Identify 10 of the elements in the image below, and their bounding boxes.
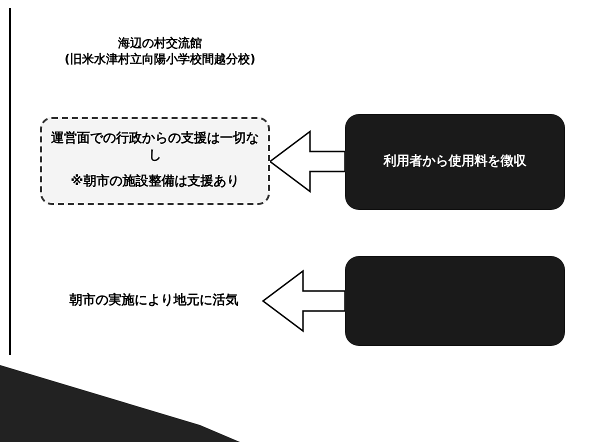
caption-text: 朝市の実施により地元に活気 (45, 288, 263, 314)
box-text: 運営面での行政からの支援は一切なし (50, 130, 260, 164)
process-box (345, 114, 565, 210)
note-box (40, 117, 270, 205)
box-text: 利用者から使用料を徴収 (382, 154, 528, 170)
block-arrow (262, 270, 346, 332)
process-box (345, 256, 565, 346)
block-arrow (268, 130, 346, 193)
title: 海辺の村交流館 (旧米水津村立向陽小学校間越分校) (64, 36, 256, 68)
box-text: ※朝市の施設整備は支援あり (70, 174, 240, 192)
